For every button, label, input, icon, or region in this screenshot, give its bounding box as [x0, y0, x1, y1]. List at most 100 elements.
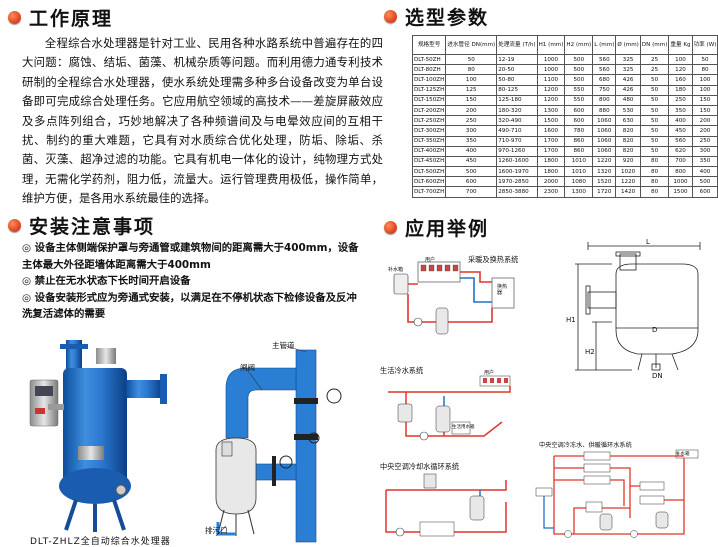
- table-cell: 800: [592, 94, 617, 106]
- params-header-cell: DN (mm): [639, 35, 670, 55]
- table-cell: 1200: [536, 94, 566, 106]
- dim-D: D: [652, 326, 658, 334]
- table-cell: 300: [445, 125, 498, 137]
- table-cell: 1080: [564, 176, 594, 188]
- dim-L: L: [646, 238, 650, 246]
- label-main-pipe: 主管道: [272, 341, 295, 350]
- table-cell: 350: [445, 135, 498, 147]
- table-cell: 120: [668, 64, 693, 76]
- table-cell: 450: [445, 155, 498, 168]
- table-cell: 1700: [536, 145, 566, 157]
- principle-title: 工作原理: [29, 8, 114, 30]
- params-header-cell: H2 (mm): [564, 35, 594, 55]
- chiller-title: 中央空调冷冻水、供暖循环水系统: [539, 442, 632, 449]
- table-cell: 1000: [536, 53, 566, 66]
- table-cell: 820: [615, 125, 641, 137]
- table-cell: 1060: [592, 115, 617, 127]
- table-cell: 25: [639, 64, 670, 76]
- table-cell: 320-490: [496, 115, 538, 127]
- table-cell: 600: [691, 186, 718, 198]
- domestic-system-diagram: [388, 375, 511, 441]
- table-cell: 50: [445, 53, 498, 66]
- table-cell: 200: [691, 125, 718, 137]
- table-cell: 1000: [668, 176, 693, 188]
- install-header: 安装注意事项: [8, 212, 155, 239]
- table-cell: 50: [639, 94, 670, 106]
- table-cell: 500: [691, 176, 718, 188]
- table-cell: 1970-2850: [496, 176, 538, 188]
- table-cell: 800: [668, 166, 693, 178]
- params-header-cell: 规格型号: [411, 35, 447, 55]
- params-header: 选型参数: [384, 3, 489, 30]
- table-cell: 300: [691, 145, 718, 157]
- table-cell: 160: [668, 74, 693, 86]
- table-cell: 200: [691, 115, 718, 127]
- table-cell: 20-50: [496, 64, 538, 76]
- table-cell: 180: [668, 84, 693, 96]
- table-cell: 2000: [536, 176, 566, 188]
- table-cell: 700: [668, 155, 693, 168]
- table-cell: 180-320: [496, 104, 538, 117]
- table-cell: 1260-1600: [496, 155, 538, 168]
- table-cell: 1300: [564, 186, 594, 198]
- table-cell: 1420: [615, 186, 641, 198]
- table-cell: 100: [445, 74, 498, 86]
- domestic-user-label: 用户: [484, 370, 495, 376]
- params-header-cell: L (mm): [592, 35, 617, 55]
- table-cell: 860: [564, 135, 594, 147]
- heating-title: 采暖及换热系统: [468, 255, 519, 264]
- table-cell: DLT-80ZH: [411, 64, 447, 76]
- params-header-cell: 功率 (W): [691, 35, 718, 55]
- domestic-title: 生活冷水系统: [380, 366, 424, 375]
- application-title: 应用举例: [405, 218, 490, 240]
- table-cell: 1300: [536, 104, 566, 117]
- params-table: 规格型号进水管径 DN(mm)处理流量 (T/h)H1 (mm)H2 (mm)L…: [411, 35, 718, 198]
- table-cell: 820: [615, 135, 641, 147]
- table-cell: 100: [691, 84, 718, 96]
- table-cell: 500: [564, 74, 594, 86]
- table-cell: DLT-250ZH: [411, 115, 447, 127]
- principle-text: 全程综合水处理器是针对工业、民用各种水路系统中普遍存在的四大问题：腐蚀、结垢、菌…: [22, 36, 383, 206]
- table-cell: 200: [445, 104, 498, 117]
- table-cell: 600: [445, 176, 498, 188]
- table-cell: 1220: [615, 176, 641, 188]
- table-cell: 50: [639, 125, 670, 137]
- bullet-icon: [384, 10, 397, 23]
- bullet-icon: [8, 219, 21, 232]
- table-cell: 1320: [592, 166, 617, 178]
- table-cell: 820: [615, 145, 641, 157]
- table-cell: 50: [639, 115, 670, 127]
- table-cell: DLT-350ZH: [411, 135, 447, 147]
- table-cell: 350: [691, 155, 718, 168]
- table-cell: 1060: [592, 135, 617, 147]
- table-cell: 426: [615, 74, 641, 86]
- table-cell: DLT-100ZH: [411, 74, 447, 86]
- table-cell: 750: [592, 84, 617, 96]
- table-cell: 80: [691, 64, 718, 76]
- table-cell: 80: [639, 186, 670, 198]
- table-cell: 150: [691, 104, 718, 117]
- install-title: 安装注意事项: [29, 216, 156, 238]
- table-cell: 1520: [592, 176, 617, 188]
- table-cell: 1020: [615, 166, 641, 178]
- table-cell: 80: [639, 166, 670, 178]
- params-header-cell: H1 (mm): [536, 35, 566, 55]
- params-header-cell: Ø (mm): [615, 35, 641, 55]
- table-cell: 530: [615, 104, 641, 117]
- table-cell: 500: [564, 53, 594, 66]
- table-cell: 700: [445, 186, 498, 198]
- table-cell: 80: [639, 176, 670, 188]
- table-cell: 1800: [536, 155, 566, 168]
- label-drain: 排污口: [205, 526, 228, 535]
- table-cell: 1060: [592, 125, 617, 137]
